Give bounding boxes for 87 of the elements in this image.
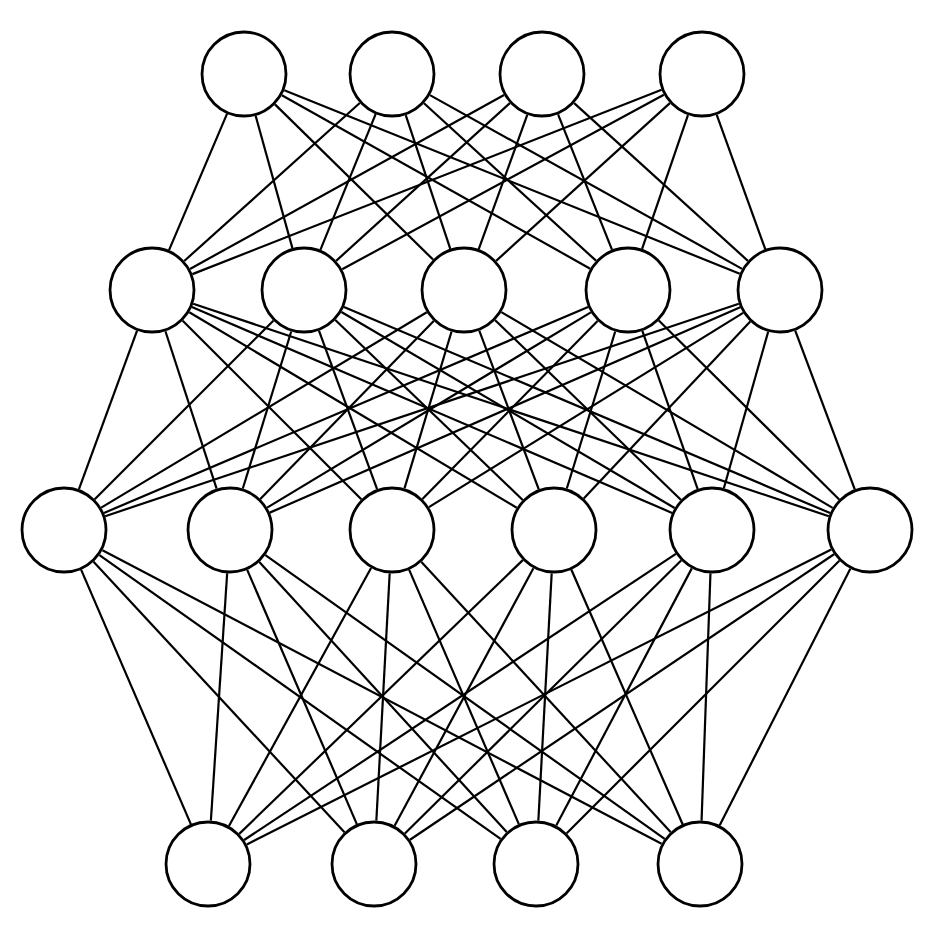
connection-line xyxy=(281,94,591,270)
connection-line xyxy=(641,330,699,490)
connection-line xyxy=(335,102,511,262)
neuron-circle xyxy=(584,246,672,334)
neuron-circle xyxy=(736,246,824,334)
connection-line xyxy=(319,113,377,251)
neuron-circle xyxy=(200,30,288,118)
connection-line xyxy=(340,311,676,509)
connection-line xyxy=(537,573,553,821)
connection-line xyxy=(259,320,435,500)
connection-line xyxy=(103,305,589,514)
connection-line xyxy=(565,559,841,835)
neuron-circle xyxy=(164,820,252,908)
connection-line xyxy=(404,114,452,250)
neuron-circle xyxy=(108,246,196,334)
connection-line xyxy=(183,102,361,262)
connection-line xyxy=(168,113,229,251)
connection-line xyxy=(181,319,363,501)
connection-line xyxy=(266,311,592,509)
connection-line xyxy=(641,114,689,250)
connection-line xyxy=(101,549,663,845)
connection-line xyxy=(246,569,358,825)
connection-line xyxy=(428,311,744,509)
connection-line xyxy=(570,569,684,825)
connection-line xyxy=(555,567,693,827)
connection-line xyxy=(92,561,346,833)
connection-line xyxy=(700,573,712,821)
connection-line xyxy=(582,320,752,500)
connection-line xyxy=(100,311,428,509)
connection-line xyxy=(77,330,139,490)
connection-line xyxy=(408,569,520,825)
connection-line xyxy=(164,330,218,490)
connection-line xyxy=(658,319,840,501)
neuron-circle xyxy=(826,486,914,574)
connection-line xyxy=(794,330,856,490)
connection-line xyxy=(565,331,617,489)
connection-line xyxy=(343,305,831,515)
connection-line xyxy=(334,319,524,501)
connection-line xyxy=(274,103,434,261)
connection-line xyxy=(104,302,740,518)
connection-line xyxy=(718,568,852,826)
neuron-circle xyxy=(492,820,580,908)
neuron-circle xyxy=(186,486,274,574)
connection-line xyxy=(254,115,294,249)
neuron-circle xyxy=(656,820,744,908)
neuron-circle xyxy=(20,486,108,574)
connection-line xyxy=(429,94,743,270)
connection-line xyxy=(715,114,767,250)
connection-line xyxy=(423,102,597,262)
neuron-circle xyxy=(348,486,436,574)
connection-line xyxy=(228,567,373,827)
neuron-circle xyxy=(668,486,756,574)
neuron-circle xyxy=(658,30,746,118)
connection-line xyxy=(269,306,741,514)
connection-line xyxy=(192,302,830,518)
connection-line xyxy=(393,567,535,827)
connection-line xyxy=(409,553,835,841)
neuron-circle xyxy=(510,486,598,574)
connection-line xyxy=(403,331,453,489)
connection-line xyxy=(478,330,540,490)
connection-line xyxy=(93,319,275,501)
connection-line xyxy=(500,311,834,509)
connection-line xyxy=(241,331,293,489)
connection-line xyxy=(495,102,671,262)
neuron-circle xyxy=(420,246,508,334)
neuron-circle xyxy=(260,246,348,334)
connection-line xyxy=(477,114,529,250)
connection-line xyxy=(192,88,663,276)
neuron-circle xyxy=(498,30,586,118)
connection-line xyxy=(317,330,379,490)
connection-line xyxy=(722,331,770,489)
connection-line xyxy=(283,89,741,275)
neuron-circle xyxy=(330,820,418,908)
connection-line xyxy=(191,306,673,514)
connection-line xyxy=(80,569,192,825)
connection-line xyxy=(573,102,749,262)
connection-line xyxy=(494,319,682,501)
connection-line xyxy=(189,94,505,270)
neuron-circle xyxy=(348,30,436,118)
connection-line xyxy=(341,93,665,271)
connection-line xyxy=(421,320,599,500)
connection-line xyxy=(209,573,229,821)
connection-line xyxy=(375,573,391,821)
connection-line xyxy=(98,554,502,840)
connection-line xyxy=(246,548,832,846)
connection-line xyxy=(557,113,613,251)
connection-line xyxy=(188,311,518,509)
